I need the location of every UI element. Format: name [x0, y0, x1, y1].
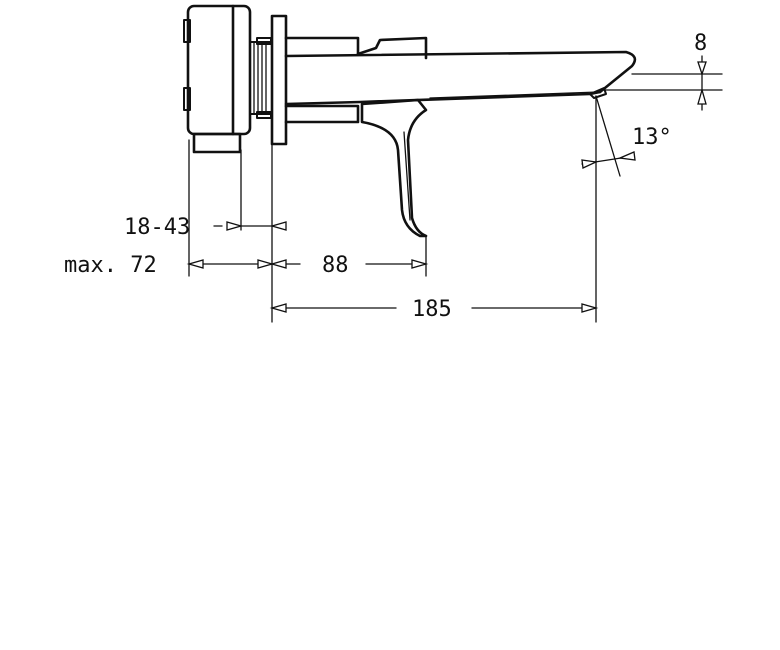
dimension-spout-angle: 13° [581, 125, 672, 169]
dimension-wall-thickness: 18-43 [124, 215, 287, 240]
arrow [581, 159, 599, 169]
arrow [269, 303, 287, 313]
arrow [581, 303, 599, 313]
dimension-label-outlet-height: 8 [694, 31, 707, 56]
arrow [617, 151, 636, 161]
dimension-depth: max. 72 88 [64, 253, 429, 278]
dimension-label-body-depth: 88 [322, 253, 349, 278]
arrow [257, 259, 275, 269]
arrow [269, 259, 287, 269]
wall-plate [270, 14, 288, 146]
concealed-box [183, 4, 252, 154]
dimension-label-spout-angle: 13° [632, 125, 672, 150]
lever-handle [360, 98, 428, 238]
mixer-body [284, 36, 428, 124]
arrow [269, 221, 287, 231]
arrow [411, 259, 429, 269]
dimension-spout-projection: 185 [269, 297, 599, 322]
arrow [697, 87, 707, 105]
dimension-label-wall-thickness: 18-43 [124, 215, 190, 240]
dimension-outlet-height: 8 [694, 31, 707, 111]
spout [284, 50, 637, 106]
dimension-label-spout-projection: 185 [412, 297, 452, 322]
threaded-connector [249, 37, 273, 119]
arrow [186, 259, 204, 269]
arrow [226, 221, 244, 231]
arrow [697, 61, 707, 77]
dimension-label-max-depth: max. 72 [64, 253, 157, 278]
